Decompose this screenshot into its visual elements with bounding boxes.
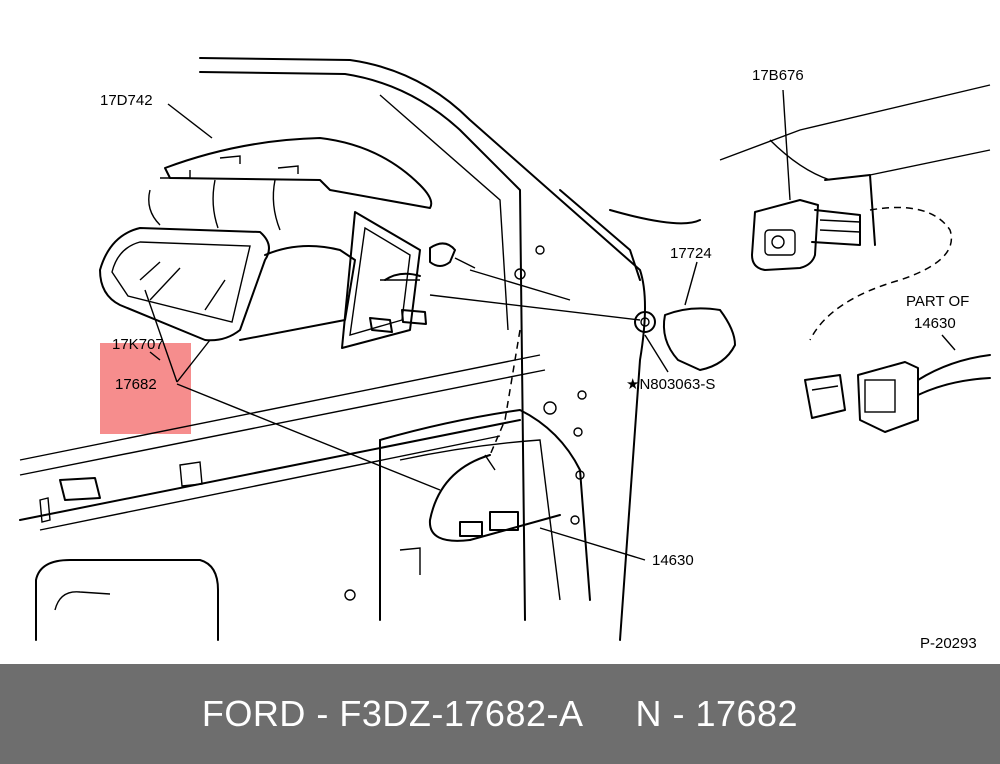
door-frame: [19, 57, 701, 641]
part-number-banner: FORD - F3DZ-17682-A N - 17682: [0, 664, 1000, 764]
leader-lines: [144, 89, 956, 561]
label-nut: ★N803063-S: [626, 376, 715, 393]
label-17K707: 17K707: [112, 336, 164, 353]
harness-connector: [804, 354, 991, 433]
mirror-switch: [719, 84, 991, 341]
label-part-of-line1: PART OF: [906, 293, 969, 310]
figure-reference: P-20293: [920, 635, 977, 652]
label-17724: 17724: [670, 245, 712, 262]
inner-harness: [428, 329, 561, 542]
mirror-assembly: [99, 179, 476, 349]
reference-number-text: N - 17682: [635, 693, 799, 734]
parts-diagram: 17D742 17B676 17724 PART OF 14630 17K707…: [19, 57, 991, 652]
label-17682: 17682: [115, 376, 157, 393]
trim-cover: [662, 307, 736, 371]
nut-fastener: [634, 311, 656, 333]
label-part-of-line2: 14630: [914, 315, 956, 332]
mirror-glass: [160, 137, 433, 209]
part-number-text: FORD - F3DZ-17682-A: [201, 693, 584, 734]
highlight-box: [100, 343, 191, 434]
label-17D742: 17D742: [100, 92, 153, 109]
label-17B676: 17B676: [752, 67, 804, 84]
label-14630: 14630: [652, 552, 694, 569]
